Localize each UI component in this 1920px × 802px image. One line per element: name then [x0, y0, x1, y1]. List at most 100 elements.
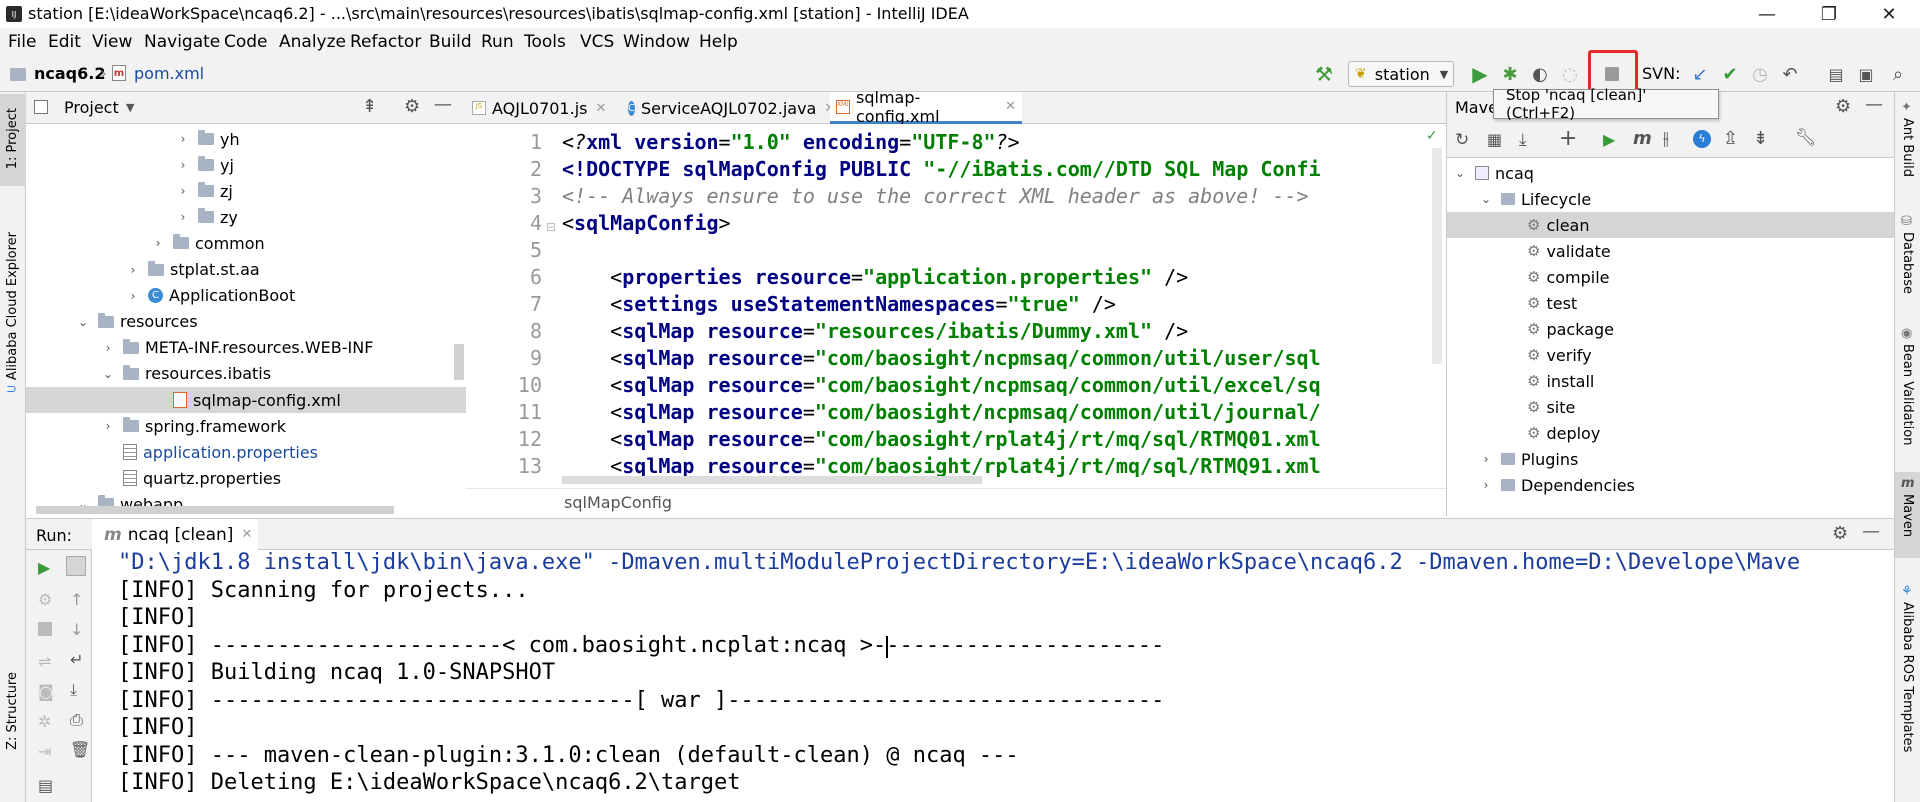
chevron-down-icon[interactable]: ⌄	[77, 314, 89, 329]
reload-icon[interactable]: ↻	[1455, 130, 1470, 150]
close-icon[interactable]: ✕	[824, 101, 835, 116]
tree-node[interactable]: ›yj	[26, 152, 466, 178]
up-arrow-icon[interactable]: ↑	[70, 590, 84, 609]
camera-icon[interactable]: ◙	[38, 682, 54, 701]
tree-horizontal-scrollbar[interactable]	[36, 506, 394, 514]
tree-scrollbar[interactable]	[454, 344, 464, 380]
close-button[interactable]: ✕	[1881, 3, 1897, 25]
restore-button[interactable]: ❐	[1820, 3, 1838, 25]
tree-node[interactable]: ⌄resources	[26, 309, 466, 335]
add-icon[interactable]: +	[1559, 126, 1578, 151]
maven-plugins[interactable]: › Plugins	[1479, 446, 1579, 472]
chevron-down-icon[interactable]: ⌄	[77, 497, 89, 512]
chevron-right-icon[interactable]: ›	[155, 236, 161, 251]
menu-refactor[interactable]: Refactor	[350, 32, 422, 52]
profile-icon[interactable]: ◌	[1562, 63, 1578, 85]
tree-node[interactable]: ›yh	[26, 126, 466, 152]
project-structure-icon[interactable]: ▤	[1828, 64, 1844, 84]
down-arrow-icon[interactable]: ↓	[70, 620, 84, 639]
maven-phase-verify[interactable]: ⚙verify	[1447, 342, 1894, 368]
maven-dependencies[interactable]: › Dependencies	[1479, 472, 1635, 498]
close-icon[interactable]: ✕	[241, 527, 253, 542]
menu-view[interactable]: View	[92, 32, 133, 52]
chevron-right-icon[interactable]: ›	[105, 340, 111, 355]
wrench-disabled-icon[interactable]: ⚙	[38, 590, 53, 609]
maven-phase-install[interactable]: ⚙install	[1447, 368, 1894, 394]
menu-run[interactable]: Run	[481, 32, 514, 52]
project-tool-tab[interactable]: 1: Project	[0, 94, 26, 186]
menu-edit[interactable]: Edit	[48, 32, 81, 52]
console-output[interactable]: "D:\jdk1.8 install\jdk\bin\java.exe" -Dm…	[92, 550, 1894, 802]
tree-node[interactable]: ›zy	[26, 204, 466, 230]
scroll-end-icon[interactable]: ⤓	[70, 680, 78, 699]
tree-node[interactable]: ›zj	[26, 178, 466, 204]
menu-navigate[interactable]: Navigate	[144, 32, 221, 52]
collapse-icon[interactable]: ⇟	[1753, 128, 1769, 149]
rerun-icon[interactable]: ▶	[38, 558, 51, 577]
gear-icon[interactable]: ⚙	[404, 96, 421, 117]
login-icon[interactable]: ⇥	[38, 742, 52, 761]
chevron-down-icon[interactable]: ▼	[126, 101, 135, 114]
menu-code[interactable]: Code	[224, 32, 268, 52]
tab-serviceaqjl0702-java[interactable]: C ServiceAQJL0702.java ✕	[622, 92, 835, 124]
revert-icon[interactable]: ↶	[1782, 63, 1798, 85]
maven-phase-site[interactable]: ⚙site	[1447, 394, 1894, 420]
menu-analyze[interactable]: Analyze	[279, 32, 346, 52]
code-editor[interactable]: 1 2 3 4 5 6 7 8 9 10 11 12 13 ⊟ <?xml ve…	[466, 124, 1446, 488]
menu-build[interactable]: Build	[429, 32, 472, 52]
ros-templates-tab[interactable]: Alibaba ROS Templates	[1900, 602, 1915, 753]
history-icon[interactable]: ◷	[1752, 63, 1768, 85]
menu-help[interactable]: Help	[699, 32, 738, 52]
run-icon[interactable]: ▶	[1603, 130, 1616, 149]
hide-icon[interactable]: —	[1865, 94, 1883, 115]
ant-build-tab[interactable]: Ant Build	[1900, 118, 1915, 177]
menu-vcs[interactable]: VCS	[580, 32, 615, 52]
skip-tests-icon[interactable]: ϟ	[1693, 130, 1711, 148]
toggle-offline-icon[interactable]: ⫲	[1663, 128, 1669, 149]
chevron-right-icon[interactable]: ›	[180, 184, 186, 199]
project-panel-title[interactable]: Project	[64, 98, 119, 117]
maven-phase-package[interactable]: ⚙package	[1447, 316, 1894, 342]
layout-icon[interactable]: ▤	[38, 776, 54, 795]
menu-window[interactable]: Window	[623, 32, 691, 52]
show-dependencies-icon[interactable]: ⇫	[1723, 128, 1739, 149]
toggle-tree-icon[interactable]	[66, 556, 86, 576]
stop-icon[interactable]	[1600, 62, 1624, 86]
wrap-icon[interactable]: ↵	[70, 650, 84, 669]
soft-wrap-icon[interactable]: ⇌	[38, 652, 52, 671]
chevron-down-icon[interactable]: ⌄	[102, 366, 114, 381]
hide-icon[interactable]: —	[1862, 521, 1880, 542]
tree-node[interactable]: ⌄resources.ibatis	[26, 361, 466, 387]
wrench-icon[interactable]: 🔧︎	[1795, 128, 1817, 148]
tab-aqjl0701-js[interactable]: JS AQJL0701.js ✕	[466, 92, 622, 124]
chevron-right-icon[interactable]: ›	[180, 158, 186, 173]
menu-file[interactable]: File	[8, 32, 37, 52]
search-icon[interactable]: ⌕	[1892, 63, 1904, 85]
tree-node[interactable]: ›spring.framework	[26, 413, 466, 439]
maven-phase-clean[interactable]: ⚙clean	[1447, 212, 1894, 238]
database-tab[interactable]: Database	[1900, 232, 1915, 295]
run-tab-ncaq-clean[interactable]: m ncaq [clean] ✕	[92, 519, 258, 550]
maven-phase-validate[interactable]: ⚙validate	[1447, 238, 1894, 264]
chevron-right-icon[interactable]: ›	[130, 288, 136, 303]
download-icon[interactable]: ⤓	[1519, 130, 1527, 150]
nav-project[interactable]: ncaq6.2	[34, 64, 106, 83]
minimize-button[interactable]: —	[1758, 3, 1776, 25]
tree-node[interactable]: quartz.properties	[26, 465, 466, 491]
build-hammer-icon[interactable]: ⚒	[1315, 62, 1333, 86]
maven-phase-test[interactable]: ⚙test	[1447, 290, 1894, 316]
tree-node[interactable]: ›common	[26, 230, 466, 256]
coverage-icon[interactable]: ◐	[1532, 63, 1548, 85]
run-icon[interactable]: ▶	[1472, 62, 1488, 86]
stop-icon[interactable]	[38, 622, 52, 636]
add-folder-icon[interactable]: ▦	[1487, 130, 1503, 149]
horizontal-scrollbar[interactable]	[562, 476, 982, 484]
maven-phase-compile[interactable]: ⚙compile	[1447, 264, 1894, 290]
trash-icon[interactable]: 🗑︎	[70, 740, 91, 759]
tree-node[interactable]: ›META-INF.resources.WEB-INF	[26, 335, 466, 361]
svn-commit-icon[interactable]: ✔	[1722, 63, 1738, 85]
debug-bug-icon[interactable]: ✱	[1502, 63, 1518, 85]
editor-scrollbar[interactable]	[1432, 148, 1442, 364]
presentation-icon[interactable]: ▣	[1858, 64, 1874, 84]
maven-goal-icon[interactable]: m	[1633, 128, 1652, 149]
